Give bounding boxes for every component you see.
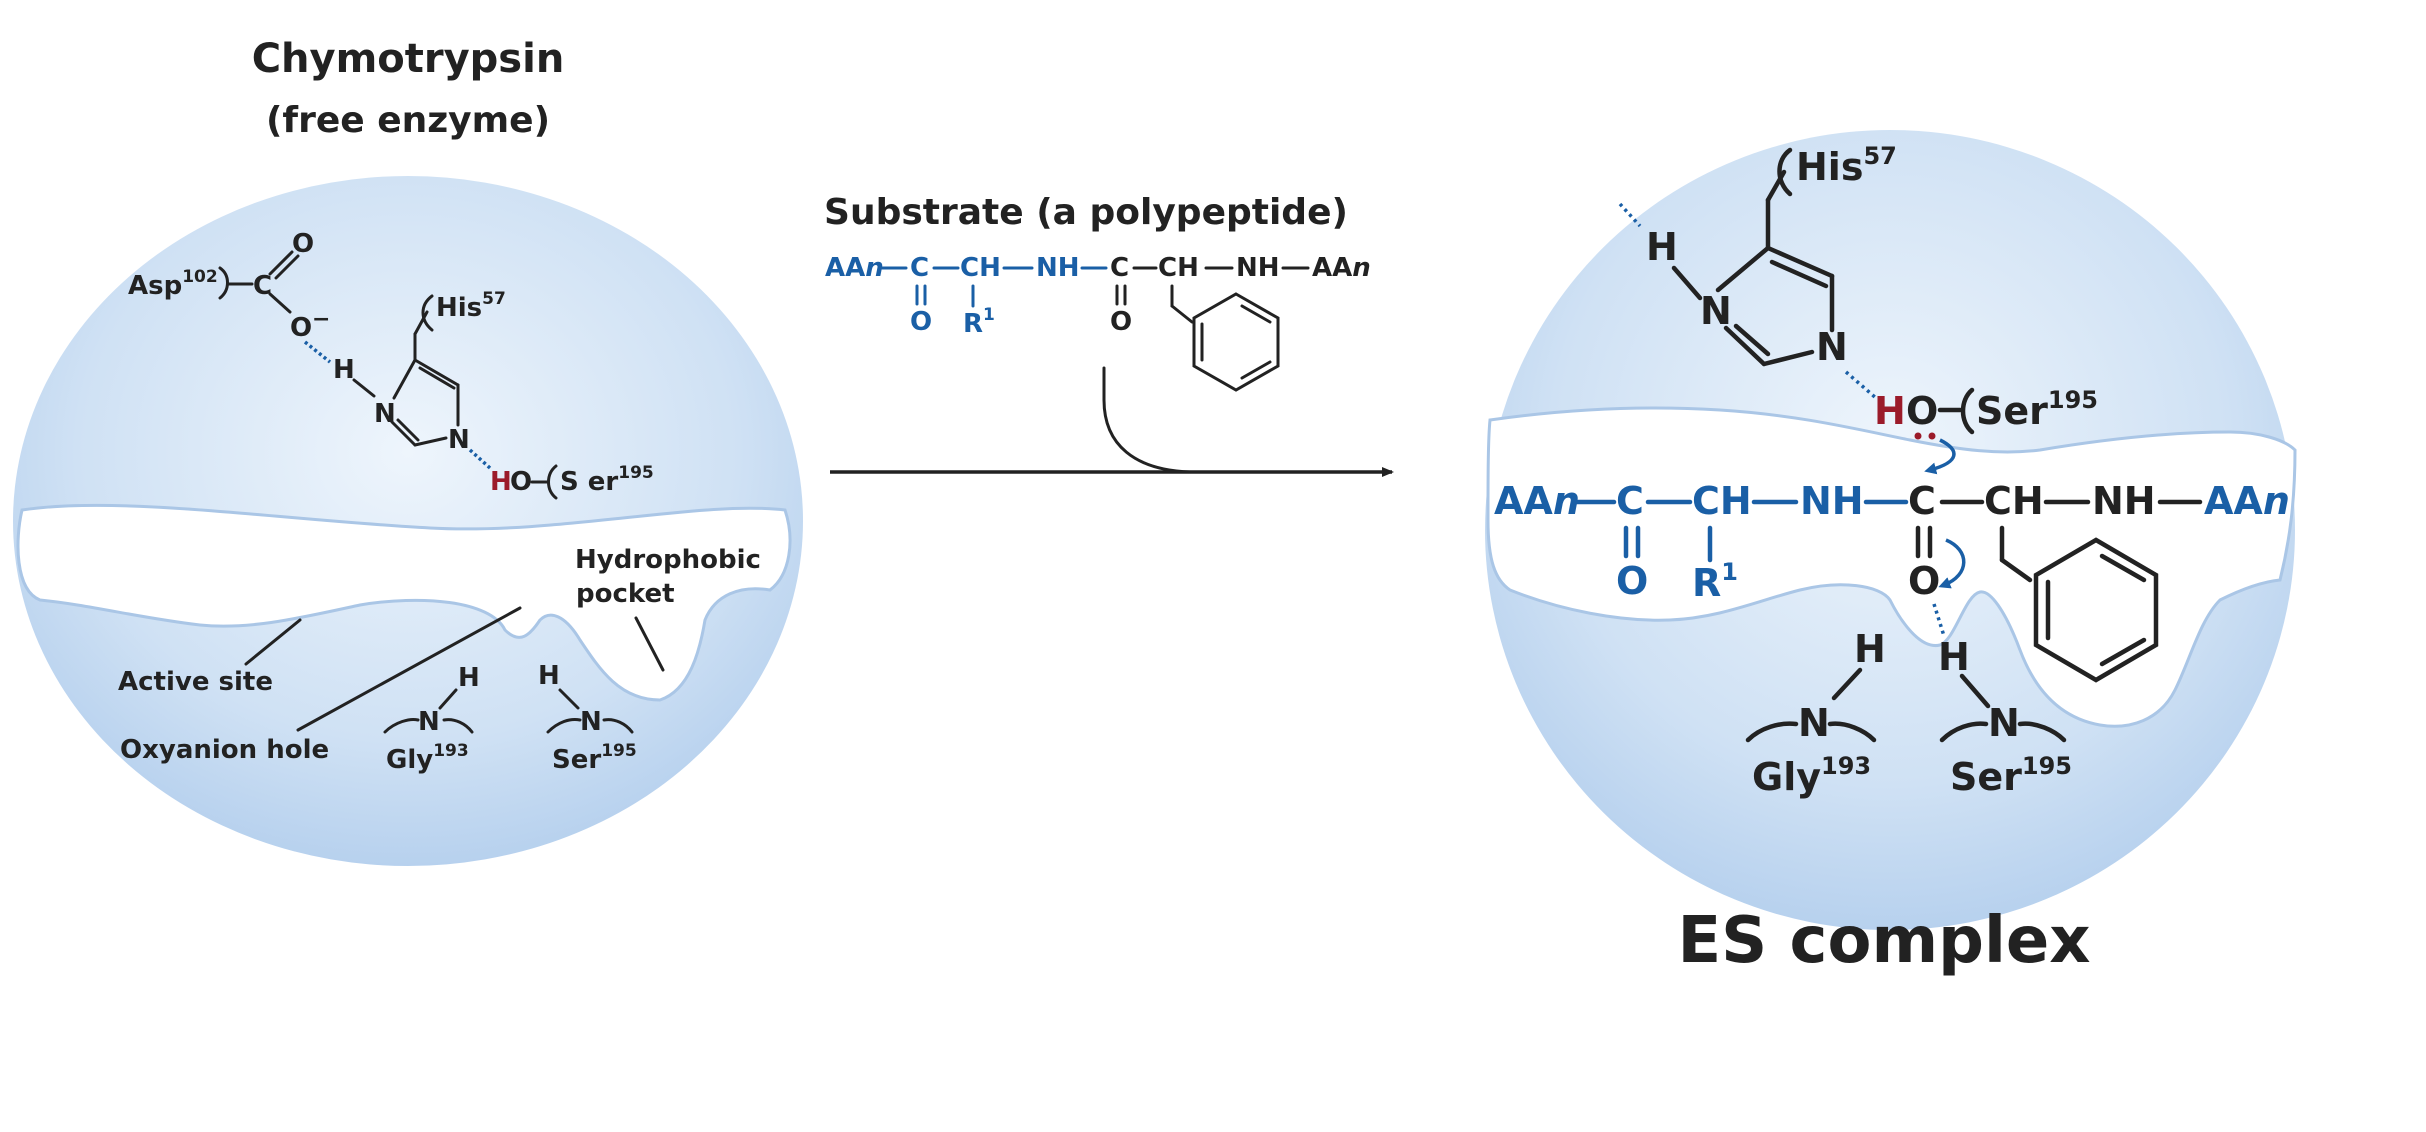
gly193-label-right: Gly193 [1752, 752, 1871, 799]
svg-text:N: N [1816, 325, 1848, 369]
ser195-label-left: S er195 [560, 463, 654, 497]
svg-text:C: C [253, 271, 272, 301]
svg-text:R1: R1 [963, 305, 995, 339]
svg-text:NH: NH [1236, 253, 1280, 283]
es-complex-panel: His57 H N N H O Ser195 AAn C O CH [1485, 130, 2297, 978]
asp-superscript: 102 [182, 267, 218, 287]
svg-text:NH: NH [2092, 479, 2156, 523]
svg-text:O: O [1908, 559, 1940, 603]
svg-text:AAn: AAn [2204, 479, 2290, 523]
es-cleft [1486, 406, 2297, 728]
svg-text:R1: R1 [1692, 558, 1738, 605]
svg-text:H: H [458, 663, 480, 693]
svg-text:CH: CH [1984, 479, 2044, 523]
svg-text:H: H [538, 661, 560, 691]
enzyme-sphere-left [13, 176, 803, 866]
svg-text:NH: NH [1036, 253, 1080, 283]
svg-text:N: N [374, 399, 396, 429]
svg-text:O: O [510, 467, 532, 497]
svg-text:C: C [1908, 479, 1936, 523]
his57-label-right: His57 [1796, 142, 1897, 189]
ser195-label-right: Ser195 [1976, 386, 2098, 433]
asp-label: Asp102 [128, 267, 218, 301]
ser195-nh-label-right: Ser195 [1950, 752, 2072, 799]
svg-text:C: C [1616, 479, 1644, 523]
free-enzyme-title: Chymotrypsin [252, 36, 565, 82]
svg-text:CH: CH [1158, 253, 1199, 283]
svg-text:N: N [1798, 701, 1830, 745]
svg-text:H: H [1854, 627, 1886, 671]
svg-text:−: − [312, 307, 330, 332]
svg-text:H: H [1938, 635, 1970, 679]
svg-text:O: O [1616, 559, 1648, 603]
svg-text:N: N [1700, 289, 1732, 333]
active-site-label: Active site [118, 667, 273, 697]
substrate-section: Substrate (a polypeptide) AAn C O CH R1 … [824, 192, 1394, 477]
svg-text:H: H [1646, 225, 1678, 269]
svg-text:AAn: AAn [1494, 479, 1580, 523]
substrate-label: Substrate (a polypeptide) [824, 192, 1348, 233]
hydrophobic-label: Hydrophobic [575, 545, 761, 575]
svg-text:H: H [333, 355, 355, 385]
svg-text:N: N [418, 707, 440, 737]
svg-text:CH: CH [960, 253, 1001, 283]
his57-label-left: His57 [436, 289, 506, 323]
pocket-label: pocket [576, 579, 675, 609]
free-enzyme-subtitle: (free enzyme) [266, 100, 550, 141]
svg-text:N: N [580, 707, 602, 737]
svg-text:O: O [1906, 389, 1938, 433]
svg-text:O: O [910, 307, 932, 337]
svg-text:AAn: AAn [825, 253, 884, 283]
svg-text:C: C [910, 253, 929, 283]
svg-text:O: O [292, 229, 314, 259]
oxyanion-hole-label: Oxyanion hole [120, 735, 329, 765]
free-enzyme-panel: Chymotrypsin (free enzyme) Asp102 C O O … [13, 36, 803, 866]
svg-text:NH: NH [1800, 479, 1864, 523]
svg-text:O: O [1110, 307, 1132, 337]
es-complex-caption: ES complex [1677, 904, 2090, 978]
substrate-joining-curve [1102, 366, 1192, 474]
ser195-nh-label-left: Ser195 [552, 741, 637, 775]
gly193-label-left: Gly193 [386, 741, 469, 775]
active-site-cleft [16, 503, 792, 702]
svg-text:N: N [1988, 701, 2020, 745]
svg-text:CH: CH [1692, 479, 1752, 523]
svg-text:O: O [290, 313, 312, 343]
svg-text:N: N [448, 425, 470, 455]
svg-text:H: H [1874, 389, 1906, 433]
svg-text:C: C [1110, 253, 1129, 283]
svg-text:H: H [490, 467, 512, 497]
svg-text:AAn: AAn [1312, 253, 1371, 283]
